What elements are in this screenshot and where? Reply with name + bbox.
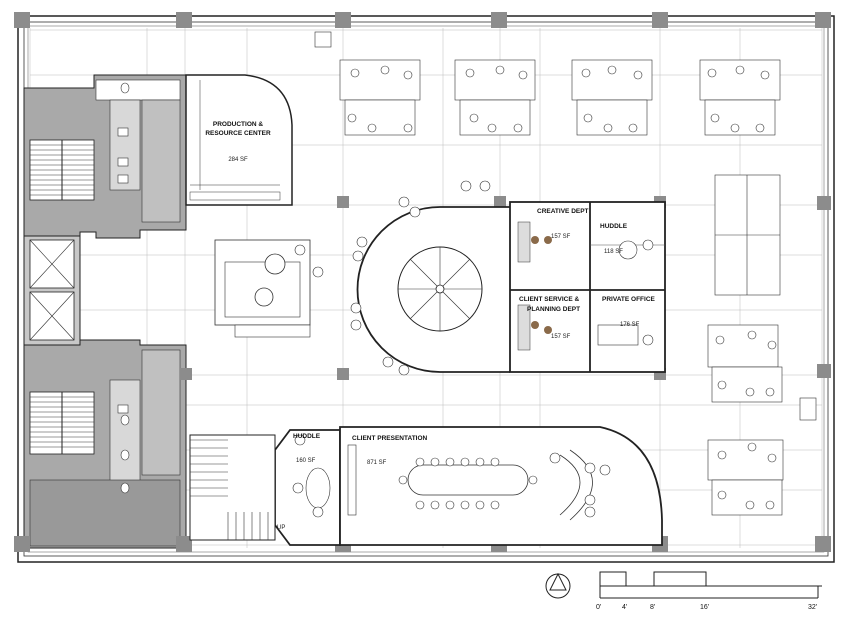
client-presentation-label: CLIENT PRESENTATION	[352, 435, 428, 442]
elevators	[29, 239, 75, 341]
huddle-bottom-room	[274, 429, 341, 546]
production-room-label-1: PRODUCTION &	[213, 121, 264, 128]
scale-tick-0: 0'	[596, 604, 601, 611]
scale-bar	[599, 571, 822, 599]
restroom-fixtures	[117, 82, 130, 494]
scale-tick-16: 16'	[700, 604, 709, 611]
scale-tick-4: 4'	[622, 604, 627, 611]
copier	[314, 31, 817, 421]
stair-up-label: UP	[277, 525, 285, 531]
client-presentation-area: 871 SF	[367, 460, 387, 466]
task-chairs	[292, 65, 777, 518]
client-presentation-room	[339, 426, 663, 546]
client-service-area: 157 SF	[551, 334, 571, 340]
production-room	[185, 74, 293, 206]
huddle-bottom-area: 160 SF	[296, 458, 316, 464]
core-stair-top	[29, 139, 95, 201]
scale-tick-8: 8'	[650, 604, 655, 611]
production-room-label-2: RESOURCE CENTER	[205, 130, 271, 137]
creative-dept-label: CREATIVE DEPT	[537, 208, 589, 215]
client-service-label-1: CLIENT SERVICE &	[519, 296, 580, 303]
scale-tick-32: 32'	[808, 604, 817, 611]
client-service-label-2: PLANNING DEPT	[527, 306, 580, 313]
core-stair-bottom	[29, 391, 95, 455]
huddle-top-area: 118 SF	[604, 249, 623, 255]
private-office-area: 176 SF	[620, 322, 640, 328]
spiral-stair-area	[356, 206, 510, 373]
lounge-area	[214, 239, 311, 338]
huddle-top-label: HUDDLE	[600, 223, 628, 230]
offices-block	[509, 201, 666, 373]
lower-stair	[189, 434, 276, 541]
creative-dept-area: 157 SF	[551, 234, 571, 240]
north-arrow-icon	[545, 572, 571, 599]
huddle-bottom-label: HUDDLE	[293, 433, 321, 440]
production-room-area: 284 SF	[228, 157, 248, 163]
private-office-label: PRIVATE OFFICE	[602, 296, 656, 303]
